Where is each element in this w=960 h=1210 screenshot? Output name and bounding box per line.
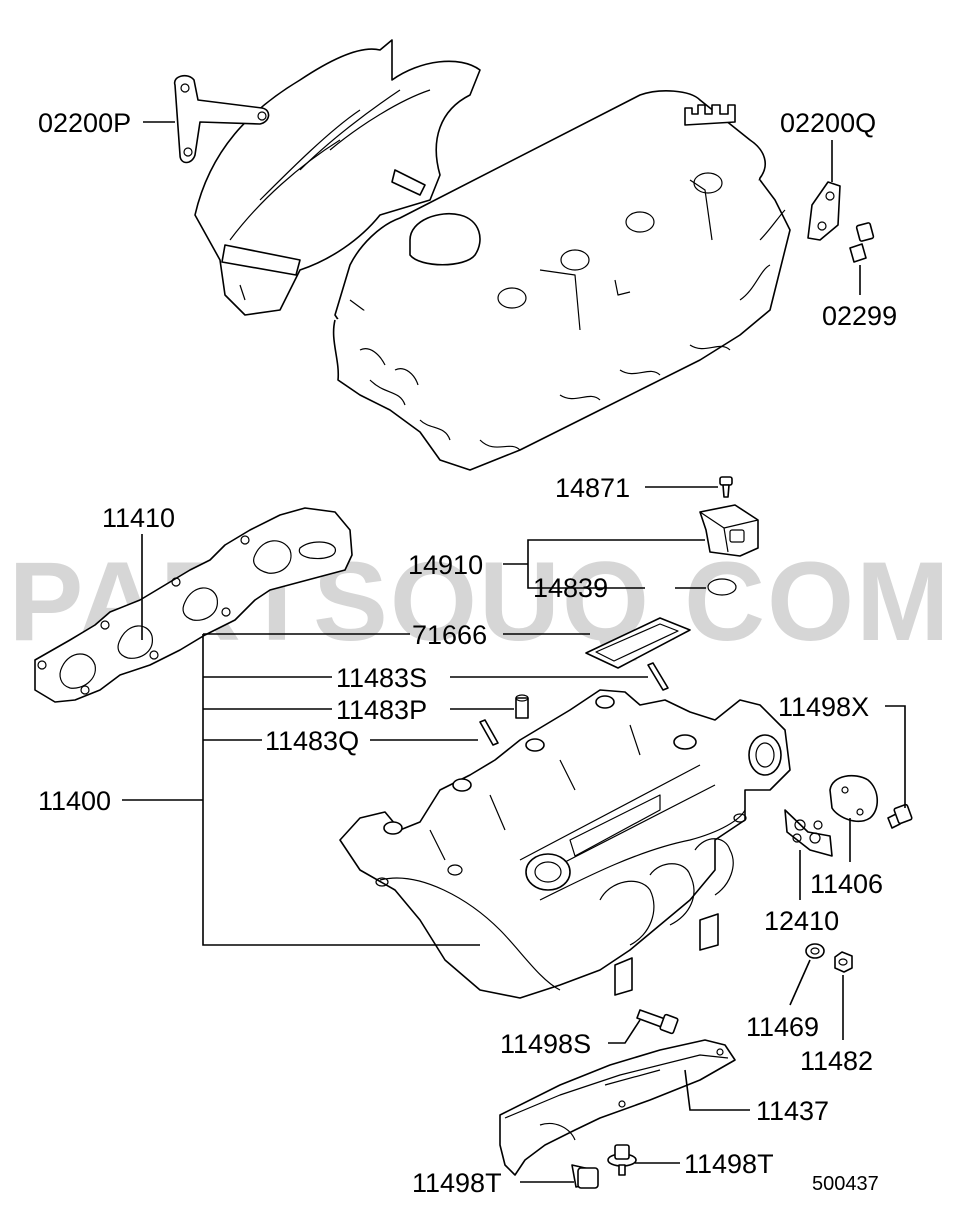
- bolt-11498T-a-illustration: [571, 1164, 599, 1189]
- gasket-71666-illustration: [585, 617, 691, 669]
- intake-manifold-illustration: [339, 689, 791, 999]
- diagram-code: 500437: [812, 1173, 879, 1195]
- bolt-02299-illustration: [849, 222, 875, 263]
- label-02200P[interactable]: 02200P: [38, 108, 131, 138]
- exhaust-manifold-illustration: [194, 39, 481, 316]
- label-11482[interactable]: 11482: [800, 1046, 873, 1076]
- bolt-14871-illustration: [719, 476, 733, 498]
- pin-11483S-illustration: [647, 662, 669, 691]
- label-11437[interactable]: 11437: [756, 1096, 829, 1126]
- label-11498S[interactable]: 11498S: [500, 1029, 591, 1059]
- plate-11406-illustration: [829, 774, 879, 823]
- label-71666[interactable]: 71666: [412, 620, 487, 650]
- label-14910[interactable]: 14910: [408, 550, 483, 580]
- label-11498T-right[interactable]: 11498T: [684, 1149, 774, 1179]
- label-11406[interactable]: 11406: [810, 869, 883, 899]
- leader-lines: [122, 121, 906, 1183]
- label-12410[interactable]: 12410: [764, 906, 839, 936]
- label-11469[interactable]: 11469: [746, 1012, 819, 1042]
- label-11483P[interactable]: 11483P: [336, 695, 427, 725]
- dowel-11483P-illustration: [515, 694, 529, 719]
- gasket-12410-illustration: [784, 809, 833, 857]
- cylinder-head-illustration: [332, 90, 791, 471]
- pin-11483Q-illustration: [479, 719, 499, 746]
- label-02299[interactable]: 02299: [822, 301, 897, 331]
- label-11498X[interactable]: 11498X: [778, 692, 869, 722]
- label-02200Q[interactable]: 02200Q: [780, 108, 876, 138]
- bracket-02200Q-illustration: [807, 181, 841, 241]
- gasket-11410-illustration: [34, 507, 353, 703]
- bolt-11498X-illustration: [887, 803, 913, 829]
- stay-11437-illustration: [499, 1039, 736, 1176]
- label-11483S[interactable]: 11483S: [336, 663, 427, 693]
- label-11498T-left[interactable]: 11498T: [412, 1168, 502, 1198]
- label-11400[interactable]: 11400: [38, 786, 111, 816]
- label-11410[interactable]: 11410: [102, 503, 175, 533]
- bolt-11498S-illustration: [636, 1009, 679, 1035]
- washer-11469-illustration: [805, 943, 825, 959]
- o-ring-14839-illustration: [707, 578, 737, 596]
- label-14871[interactable]: 14871: [555, 473, 630, 503]
- part-labels: 02200P 02200Q 02299 14871 11410 14910 14…: [38, 108, 897, 1198]
- label-11483Q[interactable]: 11483Q: [265, 726, 359, 756]
- nut-11482-illustration: [834, 951, 853, 973]
- bolt-11498T-b-illustration: [607, 1144, 637, 1176]
- sensor-14910-illustration: [699, 504, 759, 557]
- bracket-02200P-illustration: [173, 74, 270, 164]
- label-14839[interactable]: 14839: [533, 573, 608, 603]
